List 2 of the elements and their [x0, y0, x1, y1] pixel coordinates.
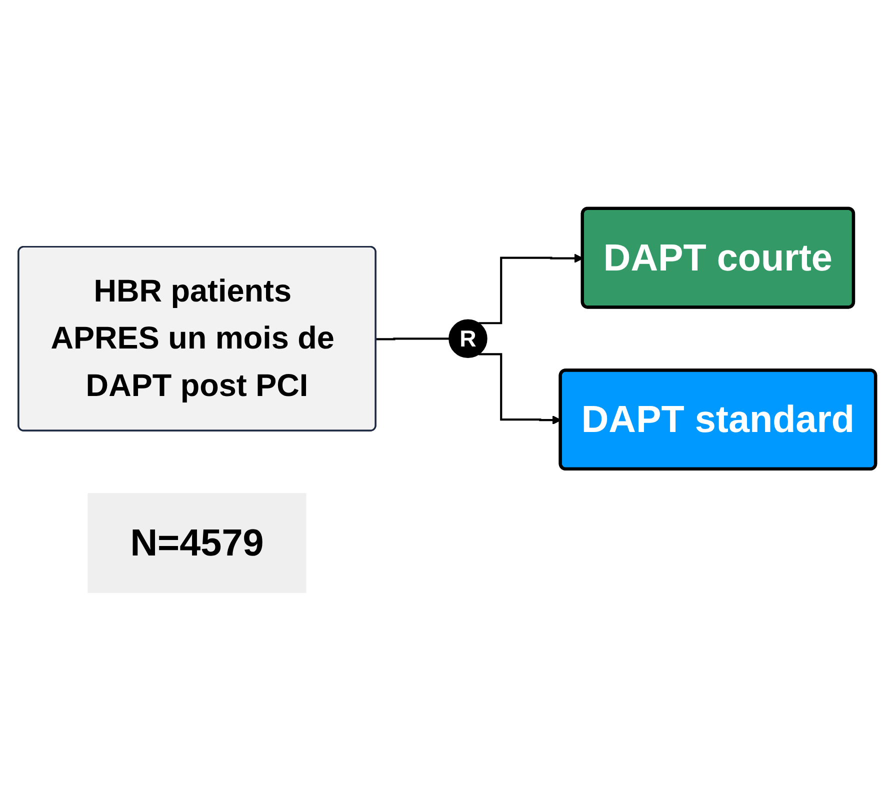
connector	[376, 337, 450, 340]
node-circle: R	[448, 318, 488, 358]
